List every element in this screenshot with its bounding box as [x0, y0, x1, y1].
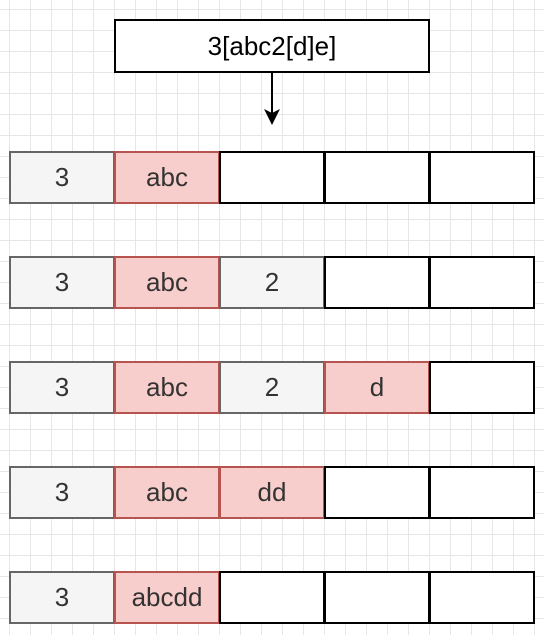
- stack-cell: [324, 571, 430, 624]
- stack-cell: 3: [9, 151, 115, 204]
- stack-cell: abc: [114, 361, 220, 414]
- stack-cell: 3: [9, 361, 115, 414]
- stack-cell-label: abcdd: [131, 582, 203, 612]
- stack-cell-label: abc: [146, 372, 188, 402]
- stack-cell: [429, 361, 535, 414]
- stack-cell: [219, 151, 325, 204]
- stack-cell: [429, 571, 535, 624]
- stack-cell-label: abc: [146, 477, 188, 507]
- stack-cell-label: 3: [54, 372, 70, 402]
- stack-cell: 2: [219, 256, 325, 309]
- stack-cell-label: 3: [54, 582, 70, 612]
- stack-cell-label: 2: [264, 267, 280, 297]
- arrow-down-icon: [264, 73, 280, 125]
- input-string-label: 3[abc2[d]e]: [207, 30, 337, 61]
- stack-cell: 3: [9, 466, 115, 519]
- stack-cell: 3: [9, 256, 115, 309]
- stack-cell: [324, 466, 430, 519]
- stack-cell: abcdd: [114, 571, 220, 624]
- stack-cell: dd: [219, 466, 325, 519]
- stack-cell: [324, 151, 430, 204]
- stack-cell: abc: [114, 151, 220, 204]
- stack-cell: [324, 256, 430, 309]
- stack-cell: 3: [9, 571, 115, 624]
- stack-cell: abc: [114, 466, 220, 519]
- stack-cell: [429, 256, 535, 309]
- stack-cell-label: abc: [146, 162, 188, 192]
- stack-cell: d: [324, 361, 430, 414]
- stack-cell: [429, 466, 535, 519]
- stack-cell-label: dd: [257, 477, 287, 507]
- input-string-box: 3[abc2[d]e]: [114, 19, 430, 73]
- stack-cell-label: d: [369, 372, 385, 402]
- stack-cell: [219, 571, 325, 624]
- stack-cell-label: 3: [54, 267, 70, 297]
- stack-cell-label: 2: [264, 372, 280, 402]
- stack-cell-label: 3: [54, 162, 70, 192]
- stack-cell: [429, 151, 535, 204]
- stack-cell-label: abc: [146, 267, 188, 297]
- stack-cell-label: 3: [54, 477, 70, 507]
- stack-cell: 2: [219, 361, 325, 414]
- stack-cell: abc: [114, 256, 220, 309]
